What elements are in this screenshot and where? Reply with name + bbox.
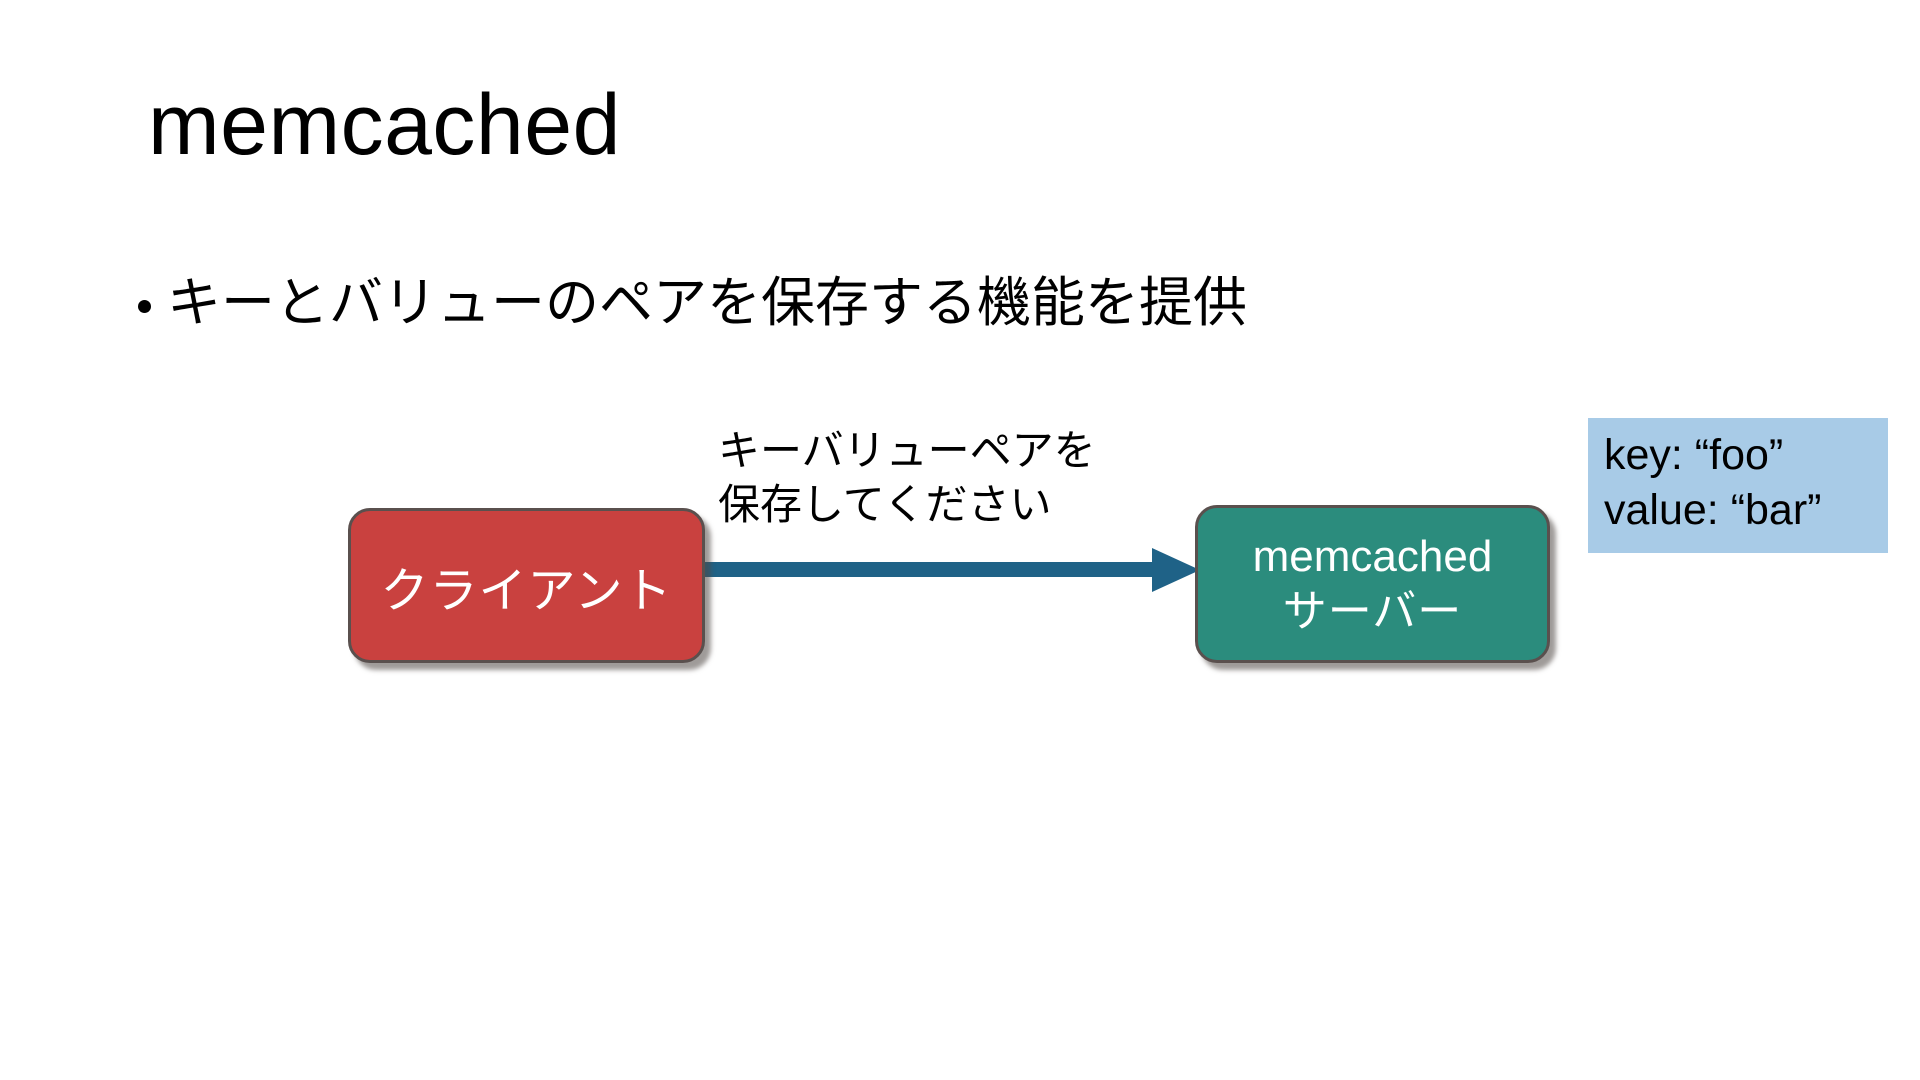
bullet-dot-icon xyxy=(138,300,151,313)
callout-key-line: key: “foo” xyxy=(1604,431,1784,479)
callout-value-line: value: “bar” xyxy=(1604,486,1822,535)
node-client-label: クライアント xyxy=(380,564,673,618)
arrow-caption-line-1: キーバリューペアを xyxy=(718,427,1096,474)
arrow-client-to-server xyxy=(700,540,1220,610)
node-server-label-line-1: memcached xyxy=(1252,532,1493,581)
bullet-item-label: キーとバリューのペアを保存する機能を提供 xyxy=(167,273,1247,333)
page-title: memcached xyxy=(148,77,621,173)
arrow-caption: キーバリューペアを 保存してください xyxy=(718,424,1096,532)
arrow-icon xyxy=(700,548,1200,592)
node-client[interactable]: クライアント xyxy=(348,508,705,663)
bullet-list-item: キーとバリューのペアを保存する機能を提供 xyxy=(138,272,1247,334)
node-memcached-server[interactable]: memcached サーバー xyxy=(1195,505,1550,663)
node-server-label-line-2: サーバー xyxy=(1282,587,1463,636)
key-value-callout: key: “foo” value: “bar” xyxy=(1588,418,1888,553)
arrow-caption-line-2: 保存してください xyxy=(718,480,1052,528)
